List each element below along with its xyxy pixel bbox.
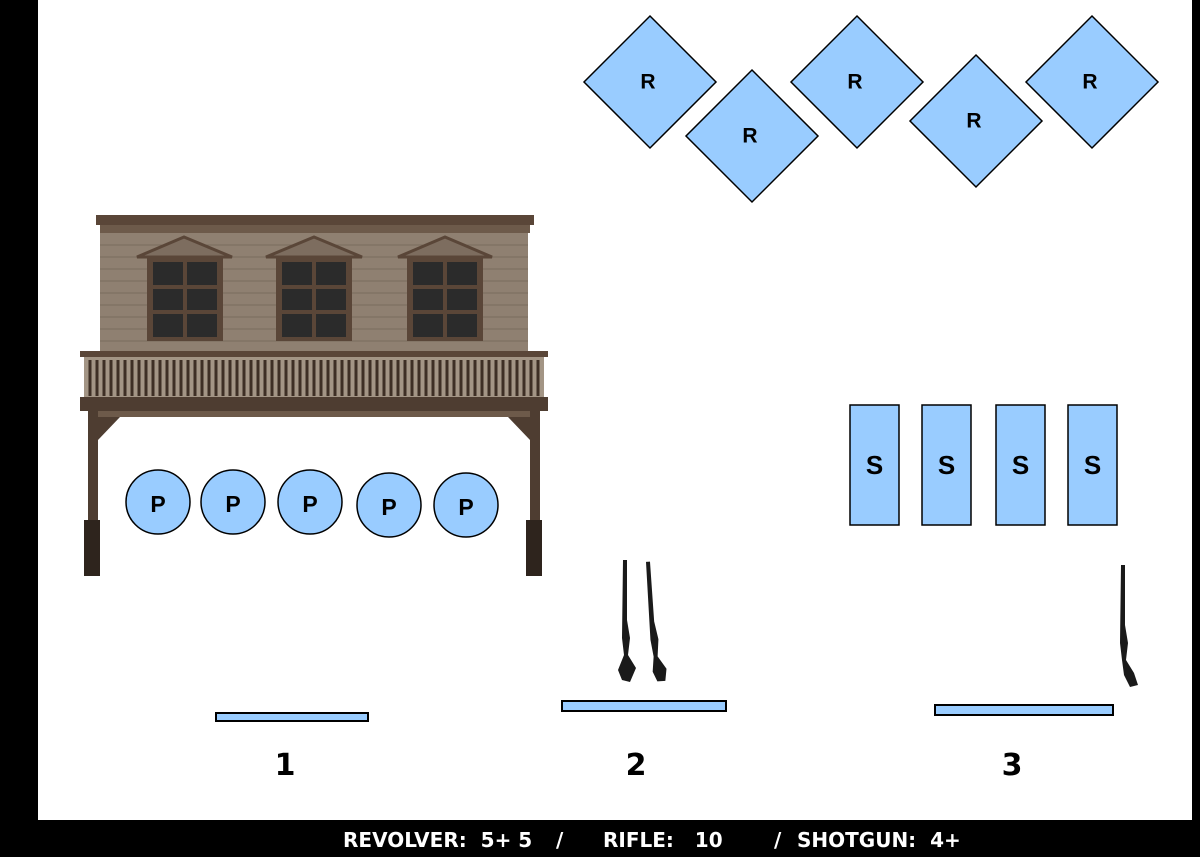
position-number-2: 2 [625,748,647,783]
shotgun-target: S [849,404,900,526]
shotgun-target: S [921,404,972,526]
pistol-target-label: P [381,494,396,520]
rifle-icon [1120,565,1138,687]
footer-separator: / [556,828,564,852]
round-count-footer: REVOLVER: 5+ 5 / RIFLE: 10 / SHOTGUN: 4+ [0,820,1200,857]
rifle-target-label: R [640,71,655,94]
pistol-target-label: P [302,491,317,517]
footer-revolver-count: REVOLVER: 5+ 5 [343,828,533,852]
pistol-target-label: P [225,491,240,517]
footer-shotgun-count: SHOTGUN: 4+ [797,828,961,852]
shotgun-target-label: S [866,450,883,480]
shooting-line-2 [561,700,727,712]
pistol-target: P [356,472,422,538]
window-icon [265,235,363,341]
rifle-target: R [582,14,718,150]
frame-left-border [0,0,38,820]
shotgun-target-label: S [1084,450,1101,480]
pistol-target: P [125,469,191,535]
rifle-target: R [789,14,925,150]
rifle-icon [618,560,636,682]
rifle-icon [645,561,667,682]
shooting-line-3 [934,704,1114,716]
rifle-target-label: R [1082,71,1097,94]
rifle-target-label: R [847,71,862,94]
pistol-target-label: P [458,494,473,520]
frame-right-border [1192,0,1200,820]
stage-diagram: R R R R R P P P P P S S S S [80,14,1160,722]
shotgun-target: S [1067,404,1118,526]
pistol-target: P [277,469,343,535]
rifle-target: R [908,53,1044,189]
rifle-target-label: R [742,125,757,148]
rifle-target-label: R [966,110,981,133]
rifle-target: R [1024,14,1160,150]
shotgun-target: S [995,404,1046,526]
footer-separator: / [774,828,782,852]
shotgun-target-label: S [1012,450,1029,480]
position-number-3: 3 [1001,748,1023,783]
position-number-1: 1 [274,748,296,783]
western-building-icon [80,215,548,576]
rifle-target: R [684,68,820,204]
shooting-line-1 [215,712,369,722]
window-icon [397,235,493,341]
shotgun-target-label: S [938,450,955,480]
pistol-target-label: P [150,491,165,517]
footer-rifle-count: RIFLE: 10 [603,828,723,852]
rifle-target-group: R R R R R [582,14,1160,204]
pistol-target: P [433,472,499,538]
window-icon [136,235,233,341]
pistol-target: P [200,469,266,535]
